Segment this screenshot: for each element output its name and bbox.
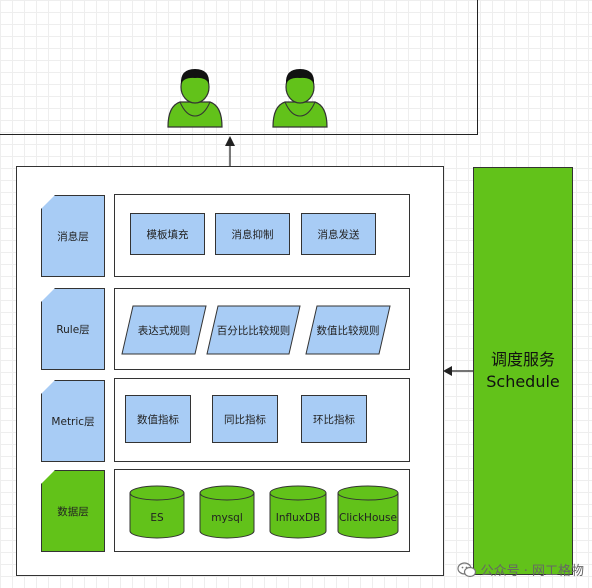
template-fill-label: 模板填充 [146, 228, 189, 241]
influxdb-node: InfluxDB [269, 497, 327, 539]
message-suppress-node: 消息抑制 [215, 213, 290, 255]
left-arrow-head [443, 366, 452, 376]
up-arrow-head [225, 136, 235, 146]
mysql-database-icon [199, 485, 255, 539]
message-send-node: 消息发送 [301, 213, 376, 255]
es-label: ES [150, 512, 164, 524]
watermark-text: 公众号 · 网工格物 [480, 564, 584, 579]
metric-layer-tag: Metric层 [41, 380, 105, 462]
expression-rule-label: 表达式规则 [137, 324, 191, 337]
mom-metric-label: 环比指标 [313, 413, 355, 426]
yoy-metric-node: 同比指标 [212, 395, 278, 443]
users-area-frame [0, 0, 478, 135]
mysql-label: mysql [211, 512, 243, 524]
metric-layer-label: Metric层 [51, 415, 95, 428]
value-rule-shape [305, 305, 391, 355]
data-layer-label: 数据层 [57, 505, 89, 518]
value-metric-label: 数值指标 [137, 413, 179, 426]
es-node: ES [129, 497, 185, 539]
influxdb-label: InfluxDB [275, 512, 321, 524]
message-layer-tag: 消息层 [41, 195, 105, 277]
percent-rule-label: 百分比比较规则 [216, 324, 291, 337]
wechat-icon [456, 561, 476, 577]
schedule-title: 调度服务 [490, 350, 555, 369]
percent-rule-node: 百分比比较规则 [206, 305, 301, 355]
value-metric-node: 数值指标 [125, 395, 191, 443]
mom-metric-node: 环比指标 [301, 395, 367, 443]
yoy-metric-label: 同比指标 [224, 413, 266, 426]
schedule-subtitle: Schedule [486, 372, 560, 391]
percent-rule-shape [206, 305, 301, 355]
message-send-label: 消息发送 [317, 228, 360, 241]
schedule-service-box: 调度服务 Schedule [473, 167, 573, 575]
value-rule-label: 数值比较规则 [316, 324, 380, 337]
expression-rule-node: 表达式规则 [121, 305, 207, 355]
es-database-icon [129, 485, 185, 539]
clickhouse-node: ClickHouse [337, 497, 399, 539]
user-icon [167, 69, 223, 128]
watermark: 公众号 · 网工格物 [456, 560, 584, 579]
mysql-node: mysql [199, 497, 255, 539]
user-icon [272, 69, 328, 128]
expression-rule-shape [121, 305, 207, 355]
clickhouse-database-icon [337, 485, 399, 539]
data-layer-tag: 数据层 [41, 470, 105, 552]
value-rule-node: 数值比较规则 [305, 305, 391, 355]
message-layer-label: 消息层 [57, 230, 89, 243]
rule-layer-tag: Rule层 [41, 288, 105, 370]
clickhouse-label: ClickHouse [339, 512, 397, 524]
message-suppress-label: 消息抑制 [231, 228, 274, 241]
influxdb-database-icon [269, 485, 327, 539]
template-fill-node: 模板填充 [130, 213, 205, 255]
rule-layer-label: Rule层 [56, 323, 90, 336]
